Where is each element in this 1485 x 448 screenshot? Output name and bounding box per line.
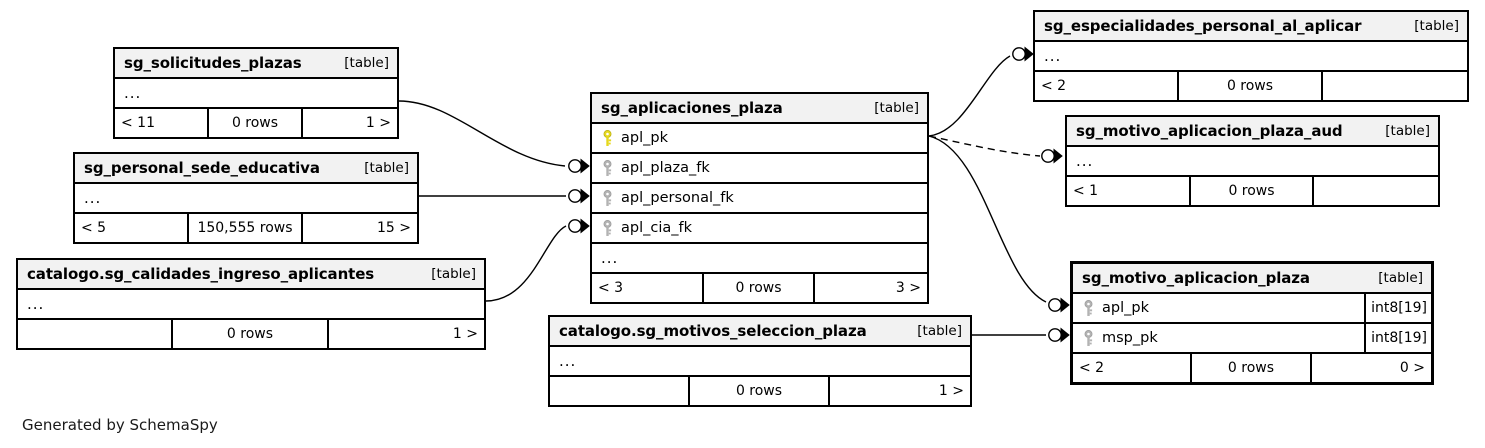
table-header: sg_especialidades_personal_al_aplicar [t… — [1035, 12, 1467, 42]
footer-row-count: 150,555 rows — [189, 214, 303, 242]
table-title: catalogo.sg_motivos_seleccion_plaza — [559, 322, 867, 340]
table-sg-especialidades-personal-al-aplicar[interactable]: sg_especialidades_personal_al_aplicar [t… — [1033, 10, 1469, 102]
table-header: sg_motivo_aplicacion_plaza_aud [table] — [1067, 117, 1438, 147]
edge-aplicaciones-to-especialidades — [928, 46, 1034, 137]
column-name: apl_pk — [1102, 300, 1149, 316]
table-footer: 0 rows 1 > — [550, 377, 970, 405]
footer-row-count: 0 rows — [704, 274, 816, 302]
footer-row-count: 0 rows — [1179, 72, 1323, 100]
column-type: int8[19] — [1364, 324, 1431, 352]
column-row[interactable]: apl_pk — [592, 124, 927, 154]
table-header: catalogo.sg_motivos_seleccion_plaza [tab… — [550, 317, 970, 347]
column-name: apl_plaza_fk — [621, 160, 710, 176]
table-footer: < 1 0 rows — [1067, 177, 1438, 205]
table-footer: 0 rows 1 > — [18, 320, 484, 348]
more-columns-row: ... — [550, 347, 970, 377]
table-title: sg_aplicaciones_plaza — [601, 99, 783, 117]
column-row[interactable]: apl_personal_fk — [592, 184, 927, 214]
table-header: sg_solicitudes_plazas [table] — [115, 49, 397, 79]
footer-children-count[interactable]: 1 > — [365, 115, 391, 131]
more-columns-row: ... — [18, 290, 484, 320]
table-kind-label: [table] — [1385, 123, 1430, 139]
edge-calidades-to-aplicaciones — [485, 218, 590, 302]
foreign-key-icon — [603, 189, 612, 206]
column-row[interactable]: apl_plaza_fk — [592, 154, 927, 184]
footer-parents-count[interactable]: < 11 — [115, 109, 209, 137]
table-title: sg_solicitudes_plazas — [124, 54, 302, 72]
footer-parents-count[interactable] — [550, 377, 690, 405]
edge-motivos-to-motivo-msppk — [972, 327, 1070, 343]
column-type: int8[19] — [1364, 294, 1431, 322]
footer-row-count: 0 rows — [690, 377, 830, 405]
footer-children-count[interactable]: 0 > — [1399, 360, 1425, 376]
table-header: sg_aplicaciones_plaza [table] — [592, 94, 927, 124]
table-sg-motivo-aplicacion-plaza[interactable]: sg_motivo_aplicacion_plaza [table] apl_p… — [1070, 261, 1434, 385]
table-sg-personal-sede-educativa[interactable]: sg_personal_sede_educativa [table] ... <… — [73, 152, 419, 244]
edge-aplicaciones-to-motivo-aplpk — [928, 135, 1070, 313]
more-columns-row: ... — [115, 79, 397, 109]
column-name: apl_pk — [621, 130, 668, 146]
table-catalogo-sg-calidades-ingreso-aplicantes[interactable]: catalogo.sg_calidades_ingreso_aplicantes… — [16, 258, 486, 350]
footer-row-count: 0 rows — [1191, 177, 1315, 205]
table-header: sg_motivo_aplicacion_plaza [table] — [1073, 264, 1431, 294]
footer-children-count[interactable]: 15 > — [377, 220, 411, 236]
more-columns-row: ... — [1067, 147, 1438, 177]
foreign-key-icon — [603, 159, 612, 176]
primary-key-icon — [603, 129, 612, 146]
column-row[interactable]: apl_pk int8[19] — [1073, 294, 1431, 324]
table-header: sg_personal_sede_educativa [table] — [75, 154, 417, 184]
edge-aplicaciones-to-aud-implied — [928, 135, 1063, 164]
table-title: sg_motivo_aplicacion_plaza_aud — [1076, 122, 1343, 140]
edge-solicitudes-to-aplicaciones — [398, 100, 590, 174]
table-kind-label: [table] — [917, 323, 962, 339]
table-footer: < 11 0 rows 1 > — [115, 109, 397, 137]
footer-row-count: 0 rows — [173, 320, 329, 348]
generated-by-caption: Generated by SchemaSpy — [22, 416, 218, 434]
footer-children-count[interactable] — [1323, 72, 1467, 100]
foreign-key-icon — [1084, 329, 1093, 346]
footer-parents-count[interactable]: < 2 — [1035, 72, 1179, 100]
footer-row-count: 0 rows — [1192, 354, 1312, 382]
table-sg-aplicaciones-plaza[interactable]: sg_aplicaciones_plaza [table] apl_pk — [590, 92, 929, 304]
table-title: sg_motivo_aplicacion_plaza — [1082, 269, 1310, 287]
footer-parents-count[interactable]: < 3 — [592, 274, 704, 302]
table-sg-motivo-aplicacion-plaza-aud[interactable]: sg_motivo_aplicacion_plaza_aud [table] .… — [1065, 115, 1440, 207]
more-columns-row: ... — [592, 244, 927, 274]
footer-children-count[interactable]: 1 > — [938, 383, 964, 399]
table-footer: < 2 0 rows — [1035, 72, 1467, 100]
footer-parents-count[interactable]: < 2 — [1073, 354, 1193, 382]
foreign-key-icon — [603, 219, 612, 236]
more-columns-row: ... — [75, 184, 417, 214]
table-kind-label: [table] — [364, 160, 409, 176]
table-footer: < 5 150,555 rows 15 > — [75, 214, 417, 242]
foreign-key-icon — [1084, 299, 1093, 316]
footer-row-count: 0 rows — [209, 109, 303, 137]
table-header: catalogo.sg_calidades_ingreso_aplicantes… — [18, 260, 484, 290]
footer-children-count[interactable]: 1 > — [452, 326, 478, 342]
edge-personal-to-aplicaciones — [419, 188, 590, 204]
table-kind-label: [table] — [874, 100, 919, 116]
table-sg-solicitudes-plazas[interactable]: sg_solicitudes_plazas [table] ... < 11 0… — [113, 47, 399, 139]
table-footer: < 3 0 rows 3 > — [592, 274, 927, 302]
column-row[interactable]: apl_cia_fk — [592, 214, 927, 244]
column-name: apl_personal_fk — [621, 190, 734, 206]
table-title: sg_especialidades_personal_al_aplicar — [1044, 17, 1362, 35]
table-title: sg_personal_sede_educativa — [84, 159, 320, 177]
footer-children-count[interactable]: 3 > — [895, 280, 922, 296]
footer-children-count[interactable] — [1314, 177, 1438, 205]
table-kind-label: [table] — [344, 55, 389, 71]
footer-parents-count[interactable] — [18, 320, 174, 348]
column-row[interactable]: msp_pk int8[19] — [1073, 324, 1431, 354]
column-name: apl_cia_fk — [621, 220, 693, 236]
table-kind-label: [table] — [1378, 270, 1423, 286]
table-title: catalogo.sg_calidades_ingreso_aplicantes — [27, 265, 375, 283]
table-footer: < 2 0 rows 0 > — [1073, 354, 1431, 382]
more-columns-row: ... — [1035, 42, 1467, 72]
column-name: msp_pk — [1102, 330, 1158, 346]
table-catalogo-sg-motivos-seleccion-plaza[interactable]: catalogo.sg_motivos_seleccion_plaza [tab… — [548, 315, 972, 407]
table-kind-label: [table] — [431, 266, 476, 282]
footer-parents-count[interactable]: < 5 — [75, 214, 189, 242]
footer-parents-count[interactable]: < 1 — [1067, 177, 1191, 205]
table-kind-label: [table] — [1414, 18, 1459, 34]
